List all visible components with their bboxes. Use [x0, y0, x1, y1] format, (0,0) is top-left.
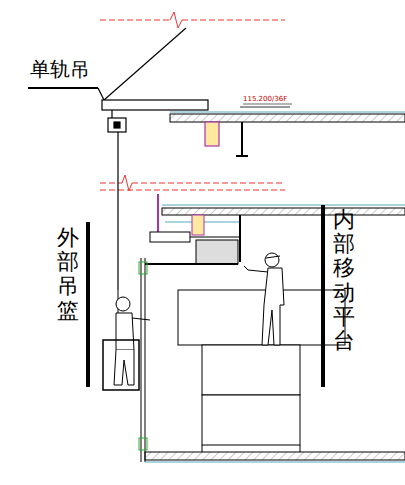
- label-bar: [321, 205, 325, 387]
- gondola-label: 外部吊篮: [57, 226, 79, 323]
- gondola: [103, 290, 150, 390]
- elevation-label: 115.200/36F: [243, 95, 287, 103]
- platform-label: 内部移动平台: [333, 208, 355, 353]
- label-bar: [86, 222, 90, 387]
- worker: [244, 253, 284, 345]
- crane-label: 单轨吊: [30, 56, 90, 83]
- curtain-wall: [139, 258, 405, 462]
- monorail-crane: [28, 28, 208, 290]
- top-slab: [170, 107, 405, 156]
- inner-platform: [178, 290, 345, 452]
- elevation-line: [243, 104, 292, 105]
